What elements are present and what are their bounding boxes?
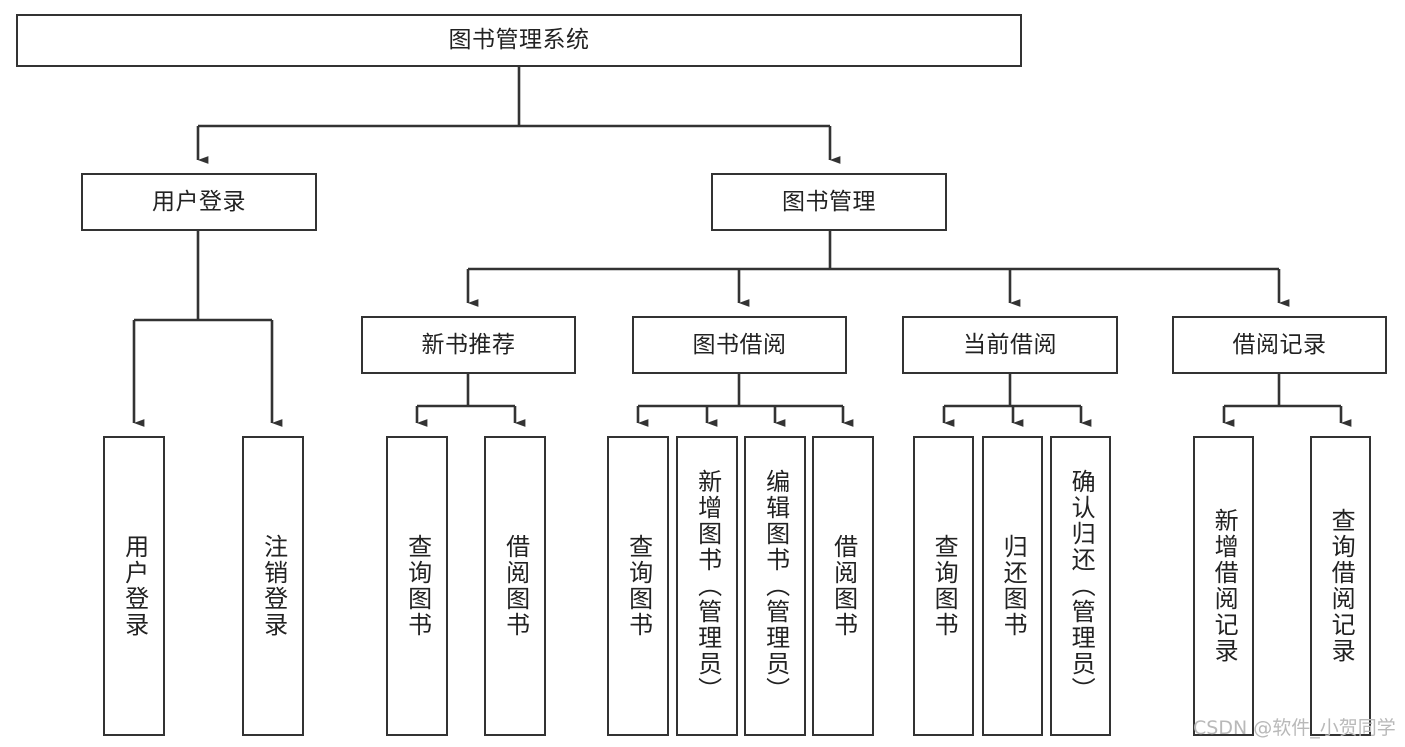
node-leaf-add-record-label: 新增借阅记录 xyxy=(1210,508,1239,664)
node-leaf-user-login[interactable]: 用户登录 xyxy=(103,436,165,736)
node-current-borrow[interactable]: 当前借阅 xyxy=(902,316,1118,374)
node-root-label: 图书管理系统 xyxy=(448,27,590,53)
node-leaf-confirm-return[interactable]: 确认归还（管理员） xyxy=(1050,436,1111,736)
node-leaf-logout-label: 注销登录 xyxy=(259,534,288,638)
node-leaf-add-book[interactable]: 新增图书（管理员） xyxy=(676,436,738,736)
node-leaf-query-book-1-label: 查询图书 xyxy=(403,534,432,638)
node-leaf-borrow-book-1[interactable]: 借阅图书 xyxy=(484,436,546,736)
node-new-book-recommend-label: 新书推荐 xyxy=(421,331,516,358)
node-leaf-logout[interactable]: 注销登录 xyxy=(242,436,304,736)
node-leaf-query-book-2[interactable]: 查询图书 xyxy=(607,436,669,736)
node-new-book-recommend[interactable]: 新书推荐 xyxy=(361,316,576,374)
node-leaf-add-record[interactable]: 新增借阅记录 xyxy=(1193,436,1254,736)
node-leaf-borrow-book-2-label: 借阅图书 xyxy=(829,534,858,638)
watermark-text: CSDN @软件_小贺同学 xyxy=(1193,717,1396,739)
node-leaf-query-record[interactable]: 查询借阅记录 xyxy=(1310,436,1371,736)
node-leaf-query-book-3[interactable]: 查询图书 xyxy=(913,436,974,736)
node-book-borrow-label: 图书借阅 xyxy=(692,331,787,358)
node-leaf-edit-book-label: 编辑图书（管理员） xyxy=(761,469,790,703)
node-leaf-return-book[interactable]: 归还图书 xyxy=(982,436,1043,736)
node-leaf-edit-book[interactable]: 编辑图书（管理员） xyxy=(744,436,806,736)
node-leaf-borrow-book-1-label: 借阅图书 xyxy=(501,534,530,638)
node-borrow-record[interactable]: 借阅记录 xyxy=(1172,316,1387,374)
node-leaf-return-book-label: 归还图书 xyxy=(999,534,1028,638)
node-root[interactable]: 图书管理系统 xyxy=(16,14,1022,67)
node-leaf-borrow-book-2[interactable]: 借阅图书 xyxy=(812,436,874,736)
node-borrow-record-label: 借阅记录 xyxy=(1232,331,1327,358)
node-book-management[interactable]: 图书管理 xyxy=(711,173,947,231)
node-leaf-query-book-1[interactable]: 查询图书 xyxy=(386,436,448,736)
node-leaf-add-book-label: 新增图书（管理员） xyxy=(693,469,722,703)
node-leaf-query-book-3-label: 查询图书 xyxy=(930,534,959,638)
node-book-management-label: 图书管理 xyxy=(782,188,876,215)
node-leaf-confirm-return-label: 确认归还（管理员） xyxy=(1067,469,1096,703)
node-leaf-query-book-2-label: 查询图书 xyxy=(624,534,653,638)
node-leaf-query-record-label: 查询借阅记录 xyxy=(1327,508,1356,664)
node-current-borrow-label: 当前借阅 xyxy=(963,331,1057,358)
node-user-login-label: 用户登录 xyxy=(152,188,246,215)
node-book-borrow[interactable]: 图书借阅 xyxy=(632,316,847,374)
node-leaf-user-login-label: 用户登录 xyxy=(120,534,149,638)
node-user-login[interactable]: 用户登录 xyxy=(81,173,317,231)
